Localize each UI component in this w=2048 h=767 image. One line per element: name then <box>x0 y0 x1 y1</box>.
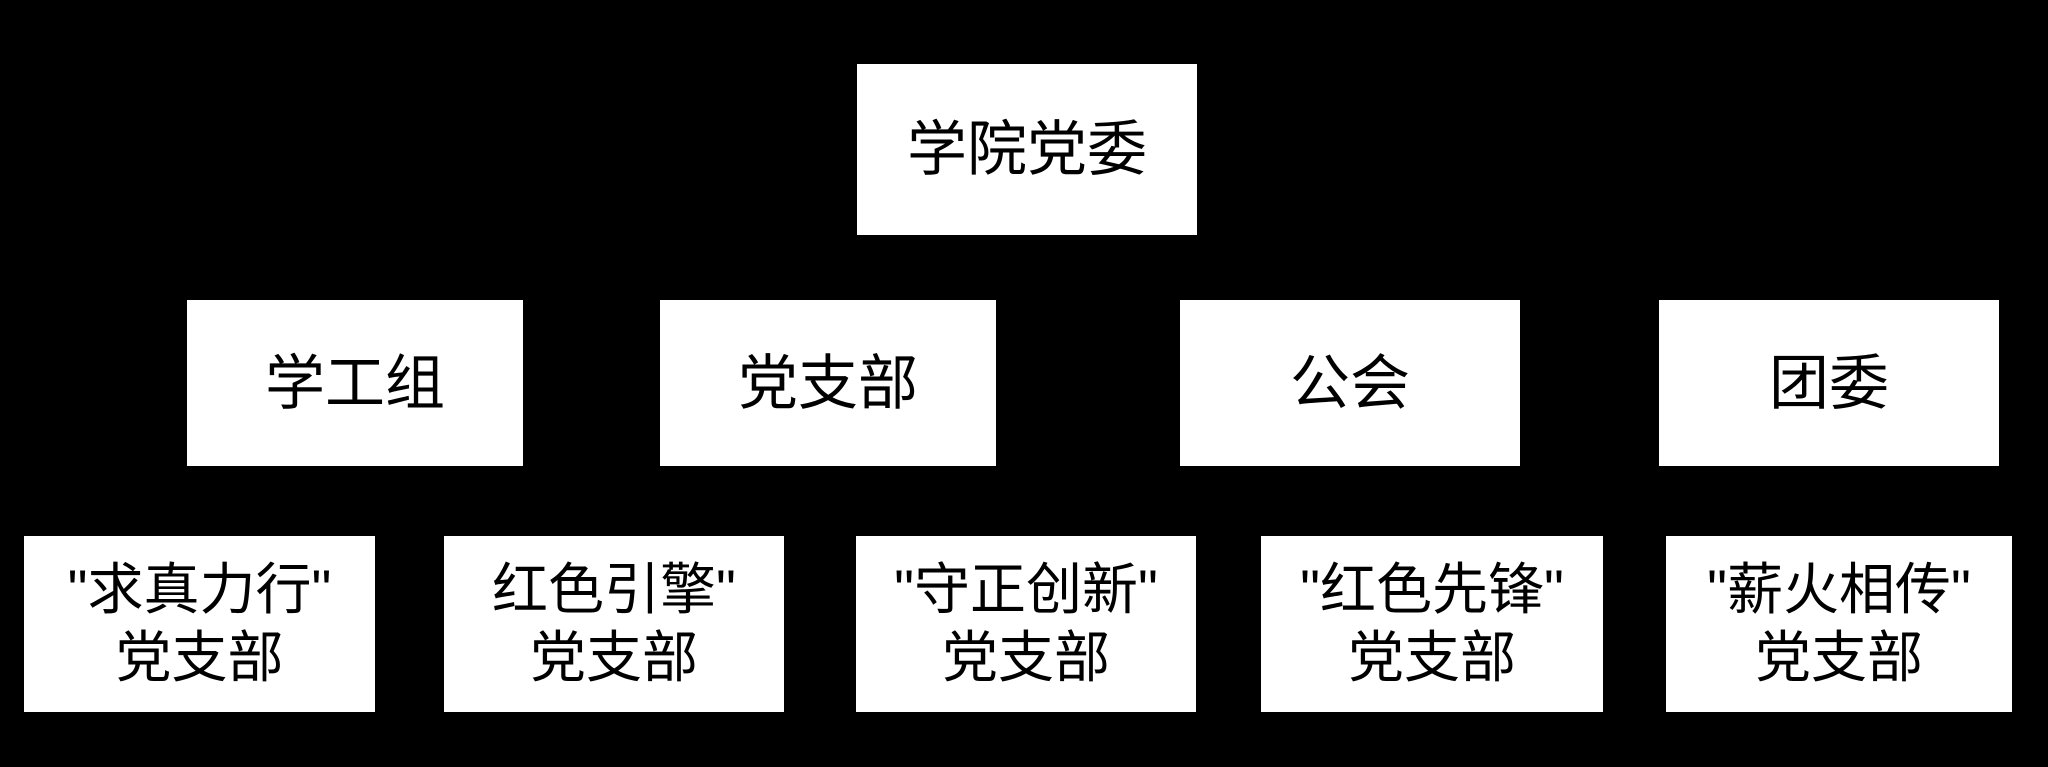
org-node-label: 党支部 <box>738 349 918 417</box>
org-node-student-affairs-group: 学工组 <box>187 300 523 466</box>
org-node-label-line1: "守正创新" <box>894 557 1158 621</box>
org-node-label: 公会 <box>1290 349 1410 417</box>
org-node-hongseyinqing-party-branch: 红色引擎" 党支部 <box>444 536 784 712</box>
org-node-label: 团委 <box>1769 349 1889 417</box>
org-node-party-branch: 党支部 <box>660 300 996 466</box>
org-node-label-line1: "薪火相传" <box>1707 557 1971 621</box>
org-node-label-line2: 党支部 <box>1348 626 1516 689</box>
org-node-label-line2: 党支部 <box>1755 626 1923 689</box>
org-node-qiuzhenlixing-party-branch: "求真力行" 党支部 <box>24 536 375 712</box>
org-node-label: 学工组 <box>265 349 445 417</box>
org-node-label-line1: 红色引擎" <box>492 557 736 621</box>
org-node-label-line1: "红色先锋" <box>1300 557 1564 621</box>
org-node-xinhuoxiangchuan-party-branch: "薪火相传" 党支部 <box>1666 536 2012 712</box>
org-node-hongsexianfeng-party-branch: "红色先锋" 党支部 <box>1261 536 1603 712</box>
org-node-label-line2: 党支部 <box>115 626 284 689</box>
org-node-label-line2: 党支部 <box>942 626 1110 689</box>
org-node-college-party-committee: 学院党委 <box>857 64 1197 235</box>
org-node-label: 学院党委 <box>907 116 1147 183</box>
org-node-shouzhengchuangxin-party-branch: "守正创新" 党支部 <box>856 536 1196 712</box>
org-node-label-line1: "求真力行" <box>67 557 332 621</box>
org-node-youth-league-committee: 团委 <box>1659 300 1999 466</box>
org-node-labor-union: 公会 <box>1180 300 1520 466</box>
org-node-label-line2: 党支部 <box>530 626 698 689</box>
